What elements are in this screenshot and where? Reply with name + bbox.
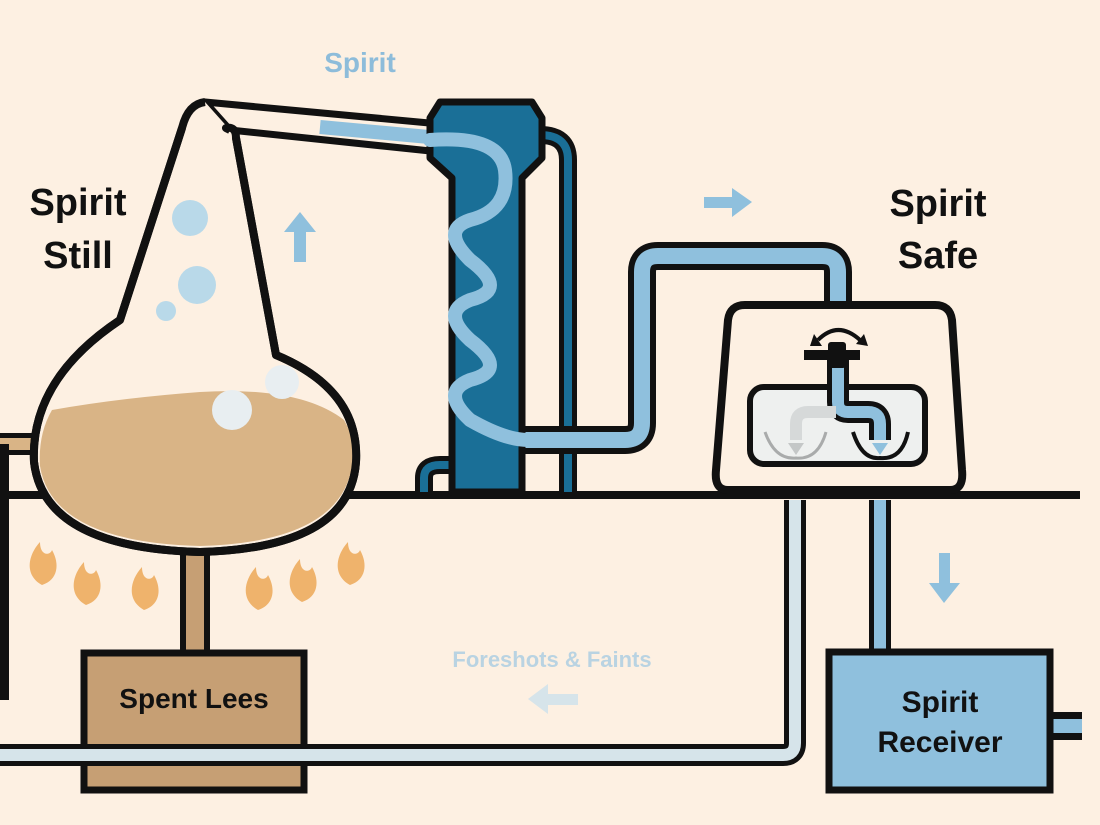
flame-icon <box>245 567 273 610</box>
safe-bowl-right <box>851 431 910 461</box>
spirit-safe-label-line1: Spirit <box>889 183 986 225</box>
safe-feed-pipe <box>520 248 846 448</box>
spirit-vapour-label: Spirit <box>324 47 396 78</box>
spirit-receiver-box <box>825 648 1054 794</box>
tap-icon <box>804 342 860 368</box>
spirit-receiver-label-line1: Spirit <box>902 686 979 719</box>
foreshots-return-pipe <box>0 500 801 761</box>
spirit-still-label-line2: Still <box>43 235 113 277</box>
flame-icon <box>337 542 365 585</box>
spirit-still-outline-overlay <box>29 126 361 556</box>
still-stand <box>180 549 210 660</box>
safe-down-arrow-right <box>872 443 888 455</box>
flame-icon <box>131 567 159 610</box>
up-arrow-icon <box>284 212 316 262</box>
safe-swing-pipe-fill <box>832 350 886 440</box>
bubble-icon <box>178 266 216 304</box>
rotate-arrows-icon <box>810 328 868 346</box>
safe-ghost-pipe <box>790 406 836 440</box>
spent-lees-label: Spent Lees <box>119 683 268 714</box>
right-arrow-icon <box>704 188 752 217</box>
bubble-icon <box>156 301 176 321</box>
spirit-still-label-line1: Spirit <box>29 182 126 224</box>
spirit-receiver-label-line2: Receiver <box>877 726 1002 759</box>
flame-icon <box>73 562 101 605</box>
condenser-coil <box>423 132 535 447</box>
safe-bowl-left <box>763 431 828 460</box>
spent-lees-box <box>80 649 308 794</box>
left-arrow-icon <box>528 684 578 714</box>
receiver-outlet-pipe <box>1048 719 1082 733</box>
down-arrow-icon <box>929 553 960 603</box>
bubble-icon <box>265 365 299 399</box>
foreshots-faints-label: Foreshots & Faints <box>452 647 651 672</box>
safe-down-arrow-left <box>788 443 804 455</box>
flames <box>29 542 365 610</box>
bubble-icon <box>172 200 208 236</box>
flame-icon <box>289 559 317 602</box>
spirit-safe-label-line2: Safe <box>898 235 978 277</box>
bubble-icon <box>212 390 252 430</box>
lyne-arm-spirit-flow <box>319 120 441 145</box>
flame-icon <box>29 542 57 585</box>
vapour-bubbles <box>156 200 299 430</box>
condenser-inlet-pipe <box>420 461 455 492</box>
still-wash <box>39 391 353 546</box>
